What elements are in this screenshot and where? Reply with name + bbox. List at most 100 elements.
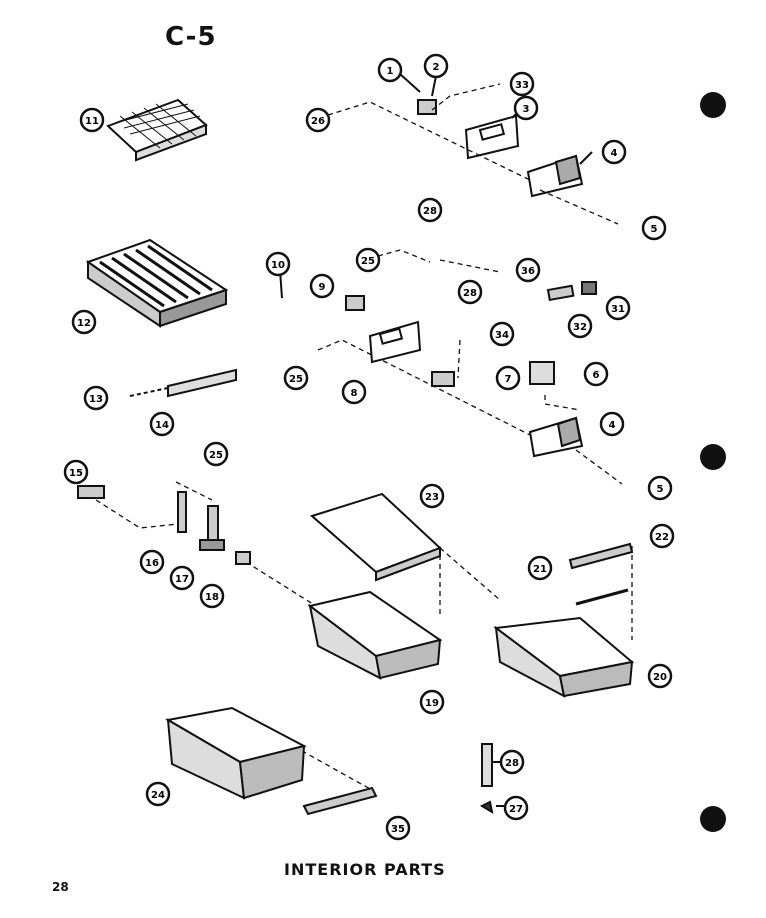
- callout-number: 2: [433, 62, 440, 73]
- callout-number: 8: [351, 388, 358, 399]
- callout-circle: [513, 95, 539, 121]
- callout-circle: [199, 583, 225, 609]
- callout-10: 10: [265, 251, 291, 277]
- callout-circle: [567, 313, 593, 339]
- callout-28: 28: [457, 279, 483, 305]
- callout-number: 27: [509, 804, 523, 815]
- callout-circle: [583, 361, 609, 387]
- callout-number: 25: [209, 450, 223, 461]
- callout-number: 16: [145, 558, 159, 569]
- callout-circle: [605, 295, 631, 321]
- callout-5: 5: [647, 475, 673, 501]
- callout-number: 28: [505, 758, 519, 769]
- callout-circle: [283, 365, 309, 391]
- callout-circle: [149, 411, 175, 437]
- callout-number: 5: [657, 484, 664, 495]
- callout-4: 4: [601, 139, 627, 165]
- callout-25: 25: [355, 247, 381, 273]
- callout-11: 11: [79, 107, 105, 133]
- callout-circle: [495, 365, 521, 391]
- callout-13: 13: [83, 385, 109, 411]
- callout-31: 31: [605, 295, 631, 321]
- callout-circle: [309, 273, 335, 299]
- callout-2: 2: [423, 53, 449, 79]
- callout-25: 25: [203, 441, 229, 467]
- callout-number: 21: [533, 564, 547, 575]
- callout-number: 18: [205, 592, 219, 603]
- callout-circle: [385, 815, 411, 841]
- callout-number: 33: [515, 80, 529, 91]
- callout-number: 24: [151, 790, 165, 801]
- callout-number: 34: [495, 330, 509, 341]
- callout-23: 23: [419, 483, 445, 509]
- callout-12: 12: [71, 309, 97, 335]
- callout-number: 7: [505, 374, 512, 385]
- callout-27: 27: [503, 795, 529, 821]
- callout-circle: [509, 71, 535, 97]
- callout-number: 25: [361, 256, 375, 267]
- callout-number: 5: [651, 224, 658, 235]
- callout-number: 26: [311, 116, 325, 127]
- callout-number: 19: [425, 698, 439, 709]
- callout-15: 15: [63, 459, 89, 485]
- callout-28: 28: [417, 197, 443, 223]
- callout-circle: [417, 197, 443, 223]
- callout-circle: [527, 555, 553, 581]
- callout-8: 8: [341, 379, 367, 405]
- callout-circle: [169, 565, 195, 591]
- callout-number: 35: [391, 824, 405, 835]
- callout-circle: [601, 139, 627, 165]
- callout-number: 1: [387, 66, 394, 77]
- page-number: 28: [52, 880, 69, 894]
- callout-number: 23: [425, 492, 439, 503]
- callout-circle: [145, 781, 171, 807]
- callout-circle: [649, 523, 675, 549]
- binder-hole-top: [700, 92, 726, 118]
- callout-18: 18: [199, 583, 225, 609]
- callout-number: 3: [523, 104, 530, 115]
- callout-circle: [599, 411, 625, 437]
- shelf-12: [85, 238, 229, 328]
- callout-number: 28: [423, 206, 437, 217]
- page-code: C-5: [165, 22, 217, 52]
- callout-6: 6: [583, 361, 609, 387]
- callout-26: 26: [305, 107, 331, 133]
- callout-33: 33: [509, 71, 535, 97]
- callout-circle: [71, 309, 97, 335]
- binder-hole-middle: [700, 444, 726, 470]
- callout-number: 4: [609, 420, 616, 431]
- callout-number: 9: [319, 282, 326, 293]
- callout-number: 12: [77, 318, 91, 329]
- callout-21: 21: [527, 555, 553, 581]
- callout-4: 4: [599, 411, 625, 437]
- ice-tray-11: [106, 98, 208, 162]
- callout-number: 20: [653, 672, 667, 683]
- callout-circle: [515, 257, 541, 283]
- callout-circle: [503, 795, 529, 821]
- callout-number: 11: [85, 116, 99, 127]
- callout-number: 25: [289, 374, 303, 385]
- callout-16: 16: [139, 549, 165, 575]
- callout-circle: [63, 459, 89, 485]
- diagram-title: INTERIOR PARTS: [284, 860, 446, 879]
- callout-number: 15: [69, 468, 83, 479]
- callout-number: 36: [521, 266, 535, 277]
- callout-number: 22: [655, 532, 669, 543]
- callout-circle: [419, 689, 445, 715]
- callout-circle: [79, 107, 105, 133]
- callout-36: 36: [515, 257, 541, 283]
- callout-number: 14: [155, 420, 169, 431]
- callout-number: 17: [175, 574, 189, 585]
- callout-28: 28: [499, 749, 525, 775]
- callout-circle: [139, 549, 165, 575]
- callout-14: 14: [149, 411, 175, 437]
- callout-circle: [203, 441, 229, 467]
- callout-number: 32: [573, 322, 587, 333]
- binder-hole-bottom: [700, 806, 726, 832]
- callout-3: 3: [513, 95, 539, 121]
- callout-22: 22: [649, 523, 675, 549]
- callout-circle: [341, 379, 367, 405]
- callout-25: 25: [283, 365, 309, 391]
- callout-circle: [647, 475, 673, 501]
